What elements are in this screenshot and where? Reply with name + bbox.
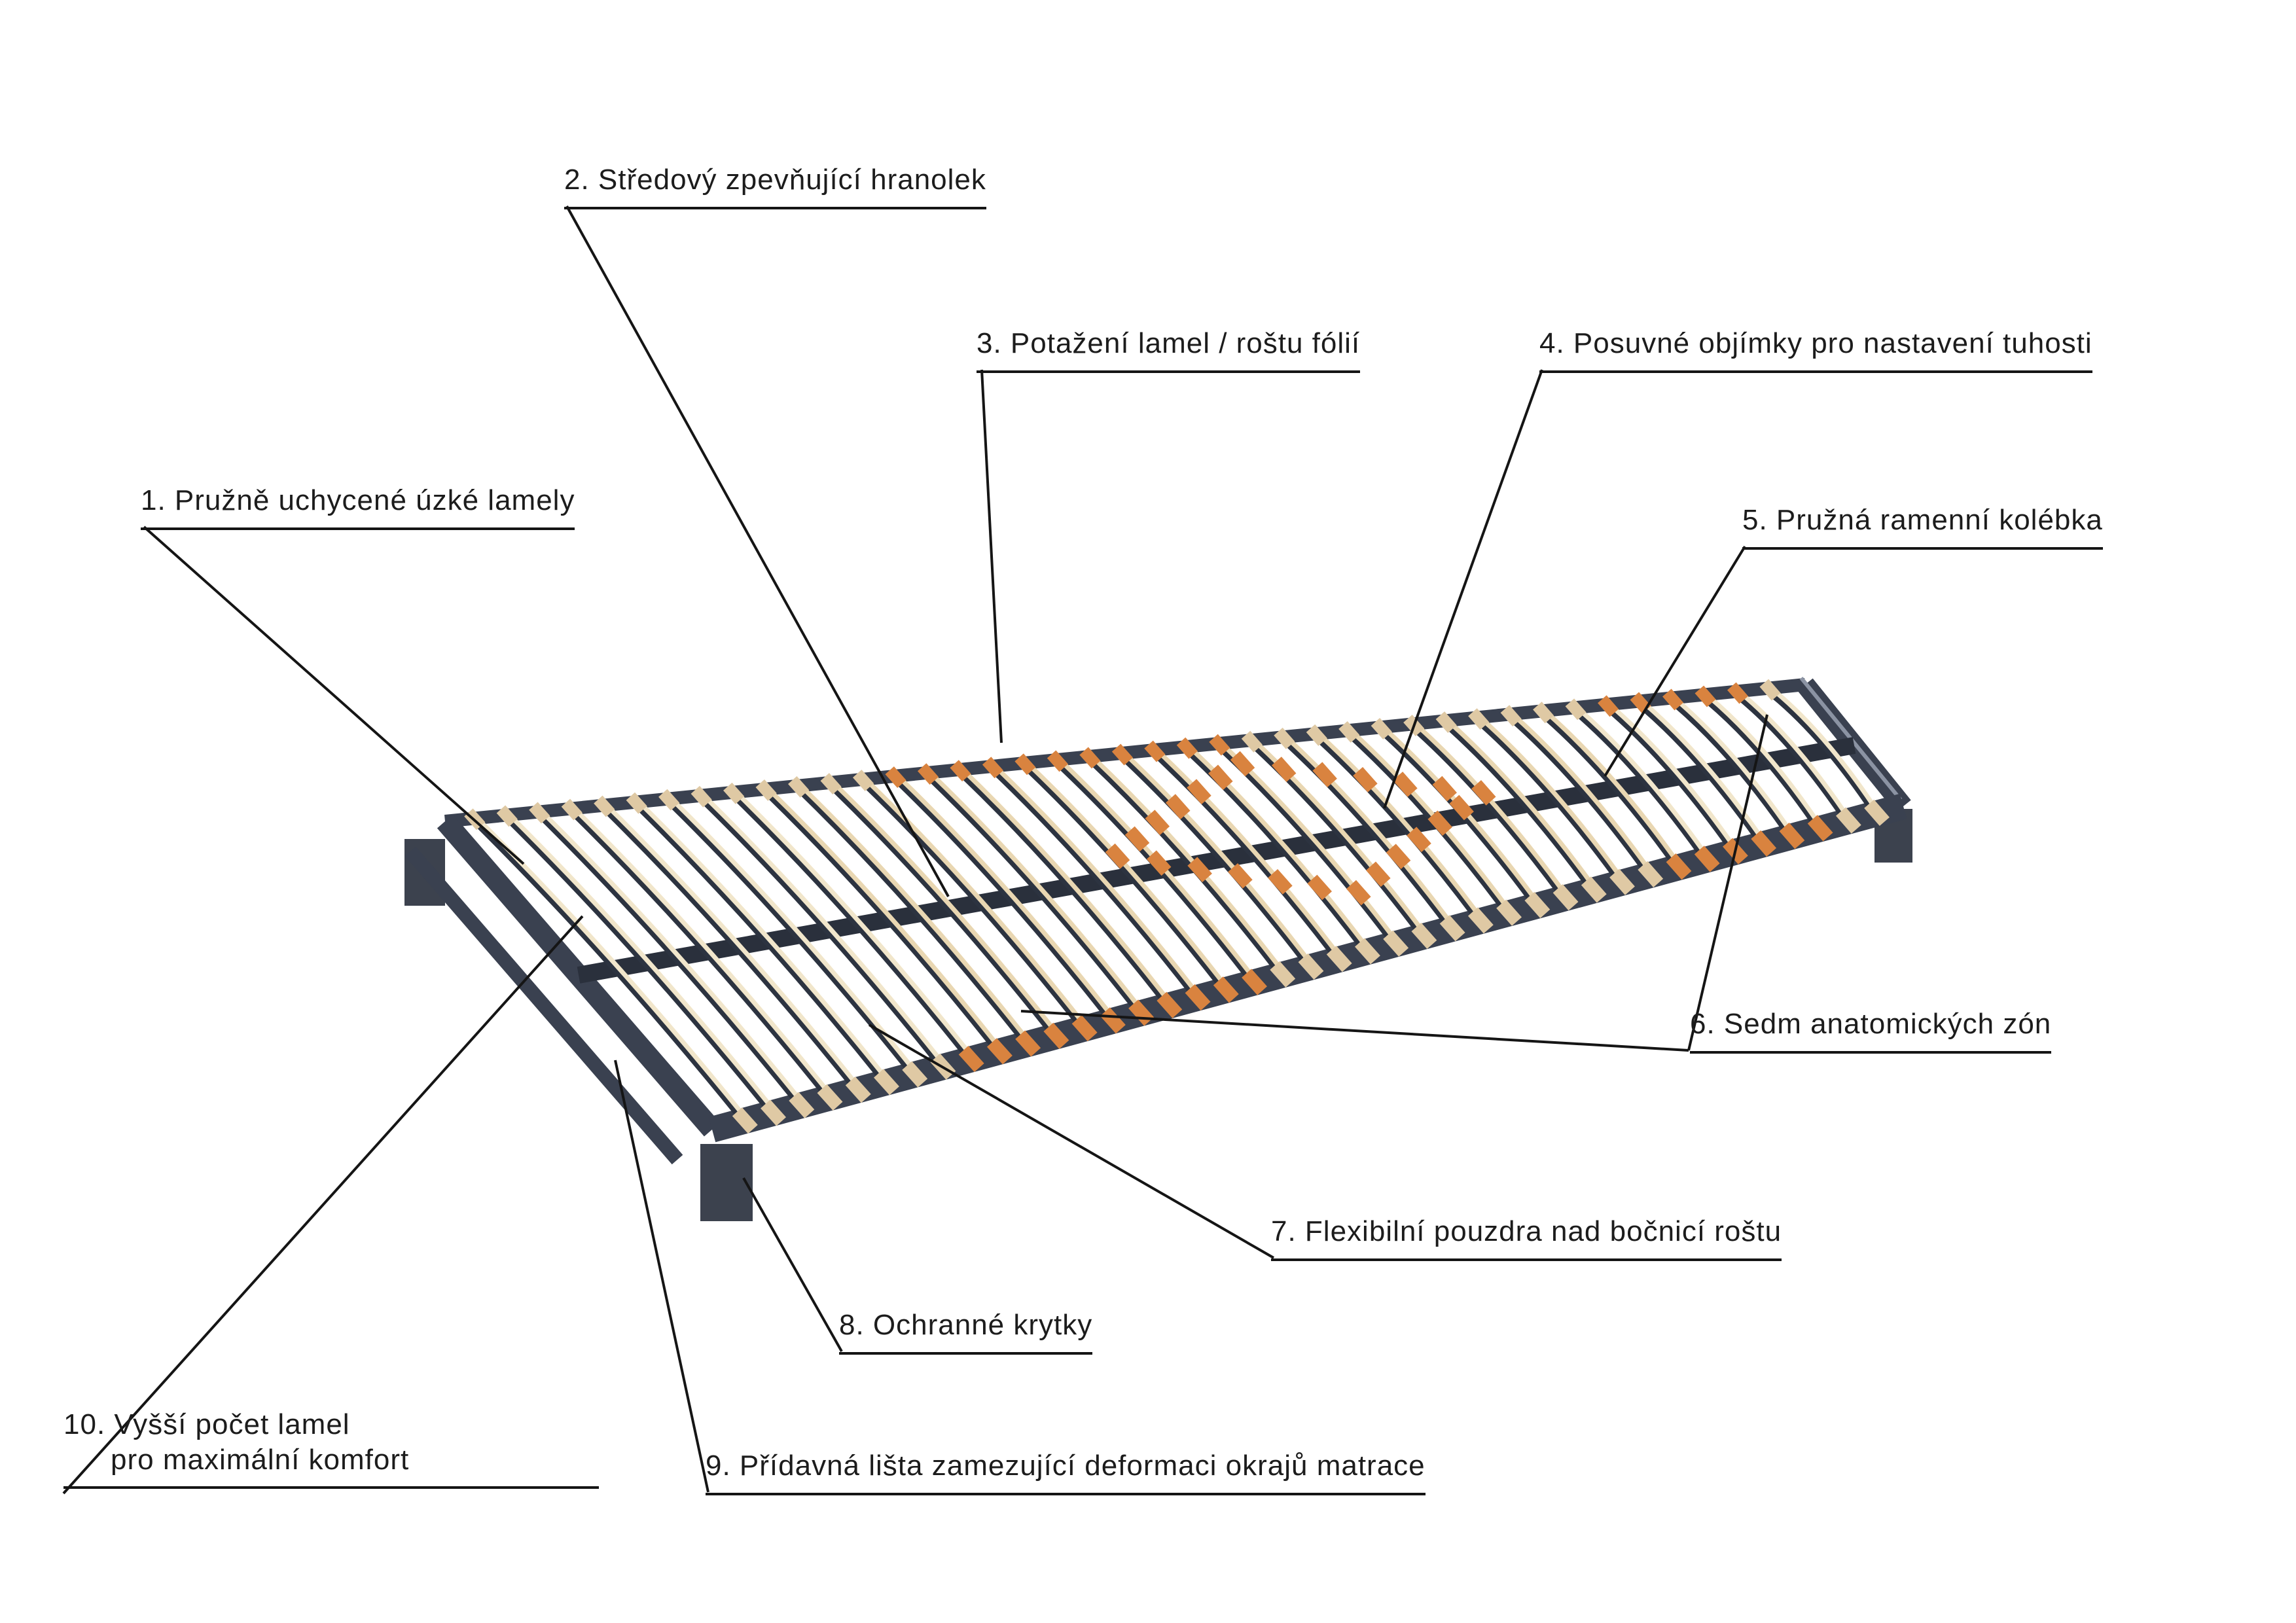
annotation-8: 8. Ochranné krytky	[839, 1308, 1093, 1355]
leader-line-8	[742, 1177, 843, 1352]
leader-line-10	[62, 915, 584, 1495]
annotation-6: 6. Sedm anatomických zón	[1690, 1007, 2052, 1054]
annotation-8-text: 8. Ochranné krytky	[839, 1309, 1093, 1341]
annotation-2-text: 2. Středový zpevňující hranolek	[564, 164, 986, 196]
leader-line-6b	[1020, 1010, 1689, 1052]
leader-line-9	[614, 1060, 709, 1493]
annotation-3: 3. Potažení lamel / roštu fólií	[977, 326, 1361, 373]
leader-line-3	[980, 369, 1003, 743]
leader-line-5	[1604, 545, 1746, 777]
leader-line-4	[1383, 369, 1543, 809]
annotation-9: 9. Přídavná lišta zamezující deformaci o…	[706, 1448, 1426, 1495]
annotation-7: 7. Flexibilní pouzdra nad bočnicí roštu	[1271, 1214, 1782, 1261]
leader-line-1	[143, 526, 525, 865]
annotation-10: 10. Vyšší počet lamel pro maximální komf…	[63, 1407, 599, 1489]
annotation-10-line2: pro maximální komfort	[111, 1443, 410, 1476]
annotation-2: 2. Středový zpevňující hranolek	[564, 162, 986, 209]
leader-line-2	[565, 205, 950, 897]
leader-line-6a	[1687, 714, 1768, 1051]
annotation-4-text: 4. Posuvné objímky pro nastavení tuhosti	[1539, 327, 2092, 359]
leader-lines	[62, 205, 1768, 1495]
annotation-9-text: 9. Přídavná lišta zamezující deformaci o…	[706, 1450, 1426, 1482]
annotation-5-text: 5. Pružná ramenní kolébka	[1742, 504, 2103, 536]
annotation-6-text: 6. Sedm anatomických zón	[1690, 1008, 2052, 1040]
slatted-bed-base-illustration	[404, 677, 1912, 1221]
annotation-10-line1: 10. Vyšší počet lamel	[63, 1408, 350, 1440]
annotation-1-text: 1. Pružně uchycené úzké lamely	[141, 484, 575, 516]
annotation-5: 5. Pružná ramenní kolébka	[1742, 503, 2103, 550]
annotation-1: 1. Pružně uchycené úzké lamely	[141, 483, 575, 530]
annotation-4: 4. Posuvné objímky pro nastavení tuhosti	[1539, 326, 2092, 373]
annotation-7-text: 7. Flexibilní pouzdra nad bočnicí roštu	[1271, 1215, 1782, 1247]
leader-line-7	[869, 1024, 1274, 1259]
annotation-3-text: 3. Potažení lamel / roštu fólií	[977, 327, 1361, 359]
